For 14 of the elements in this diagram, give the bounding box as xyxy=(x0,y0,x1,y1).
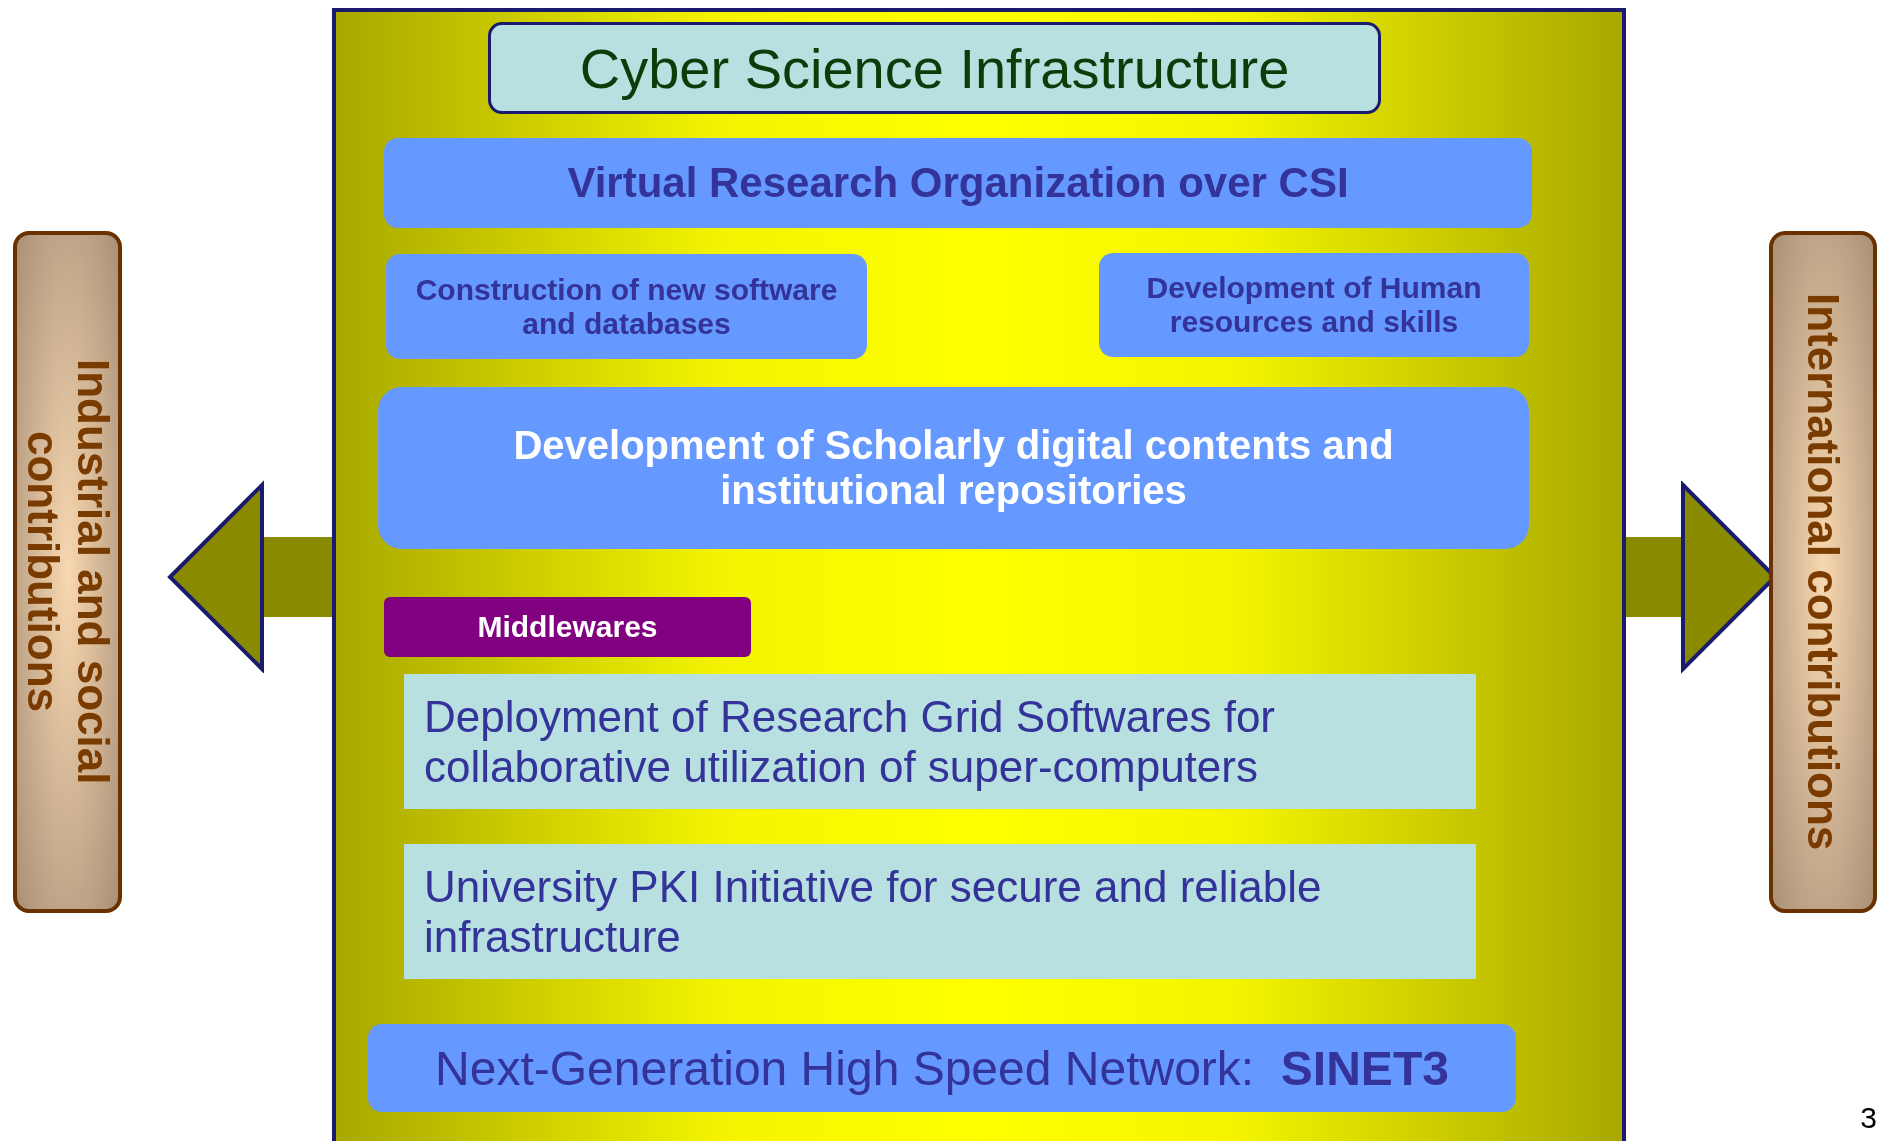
process-box: Construction of new software and databases xyxy=(386,254,867,359)
process-box: Next-Generation High Speed Network: SINET3 xyxy=(368,1024,1516,1112)
process-box: Development of Human resources and skills xyxy=(1099,253,1529,357)
title-box: Cyber Science Infrastructure xyxy=(488,22,1381,114)
process-box: University PKI Initiative for secure and reliable infrastructure xyxy=(404,844,1476,979)
side-pill: Industrial and social contributions xyxy=(13,231,122,913)
tag-box: Middlewares xyxy=(384,597,751,657)
block-arrow xyxy=(168,483,332,671)
page-number: 3 xyxy=(1860,1101,1877,1135)
process-box: Virtual Research Organization over CSI xyxy=(384,138,1532,228)
process-box: Deployment of Research Grid Softwares for collaborative utilization of super-computers xyxy=(404,674,1476,809)
infrastructure-panel xyxy=(332,8,1626,1141)
side-pill: International contributions xyxy=(1769,231,1877,913)
process-box: Development of Scholarly digital contents and institutional repositories xyxy=(378,387,1529,549)
